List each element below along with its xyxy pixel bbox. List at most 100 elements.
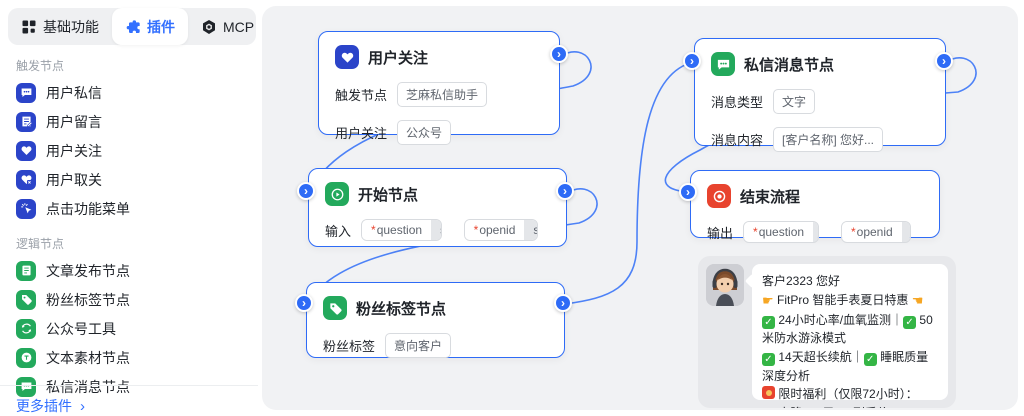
- message-bubble: 客户2323 您好 ☛ FitPro 智能手表夏日特惠 ☚ ✓ 24小时心率/血…: [752, 264, 948, 408]
- input-port[interactable]: [295, 294, 313, 312]
- puzzle-icon: [126, 19, 140, 33]
- chevron-right-icon: ›: [80, 397, 85, 415]
- tab-basic-functions[interactable]: 基础功能: [8, 8, 112, 45]
- sidebar-item-label: 文章发布节点: [46, 262, 130, 279]
- sidebar-item-label: 用户私信: [46, 84, 102, 101]
- field-value-chip[interactable]: 文字: [773, 89, 816, 114]
- end-target-icon: [707, 184, 731, 208]
- node-dm-message[interactable]: 私信消息节点 消息类型 文字 消息内容 [客户名称] 您好...: [694, 38, 946, 152]
- sidebar-item-label: 用户留言: [46, 113, 102, 130]
- tab-mcp[interactable]: MCP: [188, 8, 267, 45]
- output-port[interactable]: [935, 52, 953, 70]
- param-chip-openid[interactable]: *openid string: [840, 221, 911, 243]
- field-label: 输出: [707, 225, 734, 241]
- official-account-icon: [16, 318, 36, 339]
- sidebar-item-label: 公众号工具: [46, 320, 116, 337]
- red-envelope-icon: [762, 386, 775, 400]
- output-port[interactable]: [556, 182, 574, 200]
- node-title: 私信消息节点: [744, 56, 835, 74]
- customer-avatar: [706, 264, 744, 306]
- field-label: 输入: [325, 223, 352, 239]
- sidebar-item-user-dm[interactable]: 用户私信: [6, 78, 252, 107]
- field-value-chip[interactable]: [客户名称] 您好...: [773, 127, 884, 152]
- tag-icon: [16, 289, 36, 310]
- sidebar-item-label: 文本素材节点: [46, 349, 130, 366]
- output-port[interactable]: [550, 45, 568, 63]
- sidebar-item-label: 粉丝标签节点: [46, 291, 130, 308]
- param-chip-openid[interactable]: *openid string: [463, 219, 538, 241]
- heart-icon: [335, 45, 359, 69]
- input-port[interactable]: [683, 52, 701, 70]
- input-port[interactable]: [679, 183, 697, 201]
- node-title: 结束流程: [740, 188, 801, 206]
- point-left-icon: ☚: [911, 292, 924, 308]
- sidebar-item-fan-tag[interactable]: 粉丝标签节点: [6, 285, 252, 314]
- sidebar-item-user-comment[interactable]: 用户留言: [6, 107, 252, 136]
- bubble-line-benefit-title: 限时福利（仅限72小时）：: [762, 385, 938, 404]
- section-title-trigger-nodes: 触发节点: [16, 59, 65, 73]
- section-title-logic-nodes: 逻辑节点: [16, 237, 65, 251]
- node-fan-tag[interactable]: 粉丝标签节点 粉丝标签 意向客户: [306, 282, 565, 358]
- field-value-chip[interactable]: 公众号: [397, 120, 452, 145]
- sidebar-item-user-follow[interactable]: 用户关注: [6, 136, 252, 165]
- field-value-chip[interactable]: 芝麻私信助手: [397, 82, 488, 107]
- param-type: string: [813, 222, 818, 242]
- field-label: 消息内容: [711, 133, 764, 148]
- field-label: 用户关注: [335, 126, 388, 141]
- node-end-flow[interactable]: 结束流程 输出 *question string *openid string: [690, 170, 940, 243]
- bubble-line-promo: ☛ FitPro 智能手表夏日特惠 ☚: [762, 291, 938, 311]
- tag-icon: [323, 296, 347, 320]
- tab-label: 基础功能: [43, 18, 99, 35]
- node-user-follow[interactable]: 用户关注 触发节点 芝麻私信助手 用户关注 公众号: [318, 31, 560, 145]
- grid-icon: [22, 20, 36, 33]
- sidebar-item-label: 点击功能菜单: [46, 200, 130, 217]
- node-title: 开始节点: [358, 186, 419, 204]
- heart-icon: [16, 140, 36, 161]
- bubble-line-greeting: 客户2323 您好: [762, 274, 841, 288]
- sidebar-footer: 更多插件 ›: [0, 385, 258, 416]
- text-material-icon: [16, 347, 36, 368]
- more-plugins-link[interactable]: 更多插件 ›: [16, 397, 85, 415]
- point-right-icon: ☛: [762, 292, 774, 308]
- bubble-line-features-2: ✓ 14天超长续航｜✓ 睡眠质量深度分析: [762, 349, 929, 383]
- node-title: 粉丝标签节点: [356, 300, 447, 318]
- sidebar-item-label: 用户取关: [46, 171, 102, 188]
- chat-preview-card: 客户2323 您好 ☛ FitPro 智能手表夏日特惠 ☚ ✓ 24小时心率/血…: [698, 256, 956, 408]
- check-icon: ✓: [762, 352, 775, 366]
- param-chip-question[interactable]: *question string: [743, 221, 819, 243]
- param-chip-question[interactable]: *question string: [361, 219, 442, 241]
- sidebar-tabbar: 基础功能 插件 MCP: [8, 8, 256, 45]
- check-icon: ✓: [762, 315, 775, 329]
- input-port[interactable]: [297, 182, 315, 200]
- tab-label: MCP: [223, 18, 255, 35]
- sidebar-item-dm-message-node[interactable]: 私信消息节点: [6, 372, 252, 401]
- param-type: string: [901, 222, 910, 242]
- sidebar-item-article-publish[interactable]: 文章发布节点: [6, 256, 252, 285]
- sidebar-item-official-account-tools[interactable]: 公众号工具: [6, 314, 252, 343]
- tab-label: 插件: [147, 18, 175, 35]
- tab-plugins[interactable]: 插件: [112, 8, 188, 45]
- bubble-line-features-1: ✓ 24小时心率/血氧监测｜✓ 50米防水游泳模式: [762, 312, 933, 346]
- sidebar-item-user-unfollow[interactable]: 用户取关: [6, 165, 252, 194]
- plugin-sidebar: 基础功能 插件 MCP 触发节点: [0, 0, 258, 416]
- node-start[interactable]: 开始节点 输入 *question string *openid string: [308, 168, 567, 247]
- field-label: 粉丝标签: [323, 339, 376, 354]
- field-label: 触发节点: [335, 88, 388, 103]
- check-icon: ✓: [863, 352, 877, 366]
- field-value-chip[interactable]: 意向客户: [385, 333, 452, 358]
- tap-menu-icon: [16, 198, 36, 219]
- chat-dots-icon: [16, 82, 36, 103]
- hexagon-icon: [203, 19, 215, 34]
- sidebar-item-click-menu[interactable]: 点击功能菜单: [6, 194, 252, 223]
- sidebar-item-text-material[interactable]: 文本素材节点: [6, 343, 252, 372]
- param-type: string: [524, 220, 537, 240]
- node-title: 用户关注: [368, 49, 429, 67]
- field-label: 消息类型: [711, 95, 764, 110]
- sidebar-item-label: 用户关注: [46, 142, 102, 159]
- param-type: string: [431, 220, 441, 240]
- chat-bubble-icon: [711, 52, 735, 76]
- check-icon: ✓: [903, 315, 917, 329]
- article-icon: [16, 260, 36, 281]
- output-port[interactable]: [554, 294, 572, 312]
